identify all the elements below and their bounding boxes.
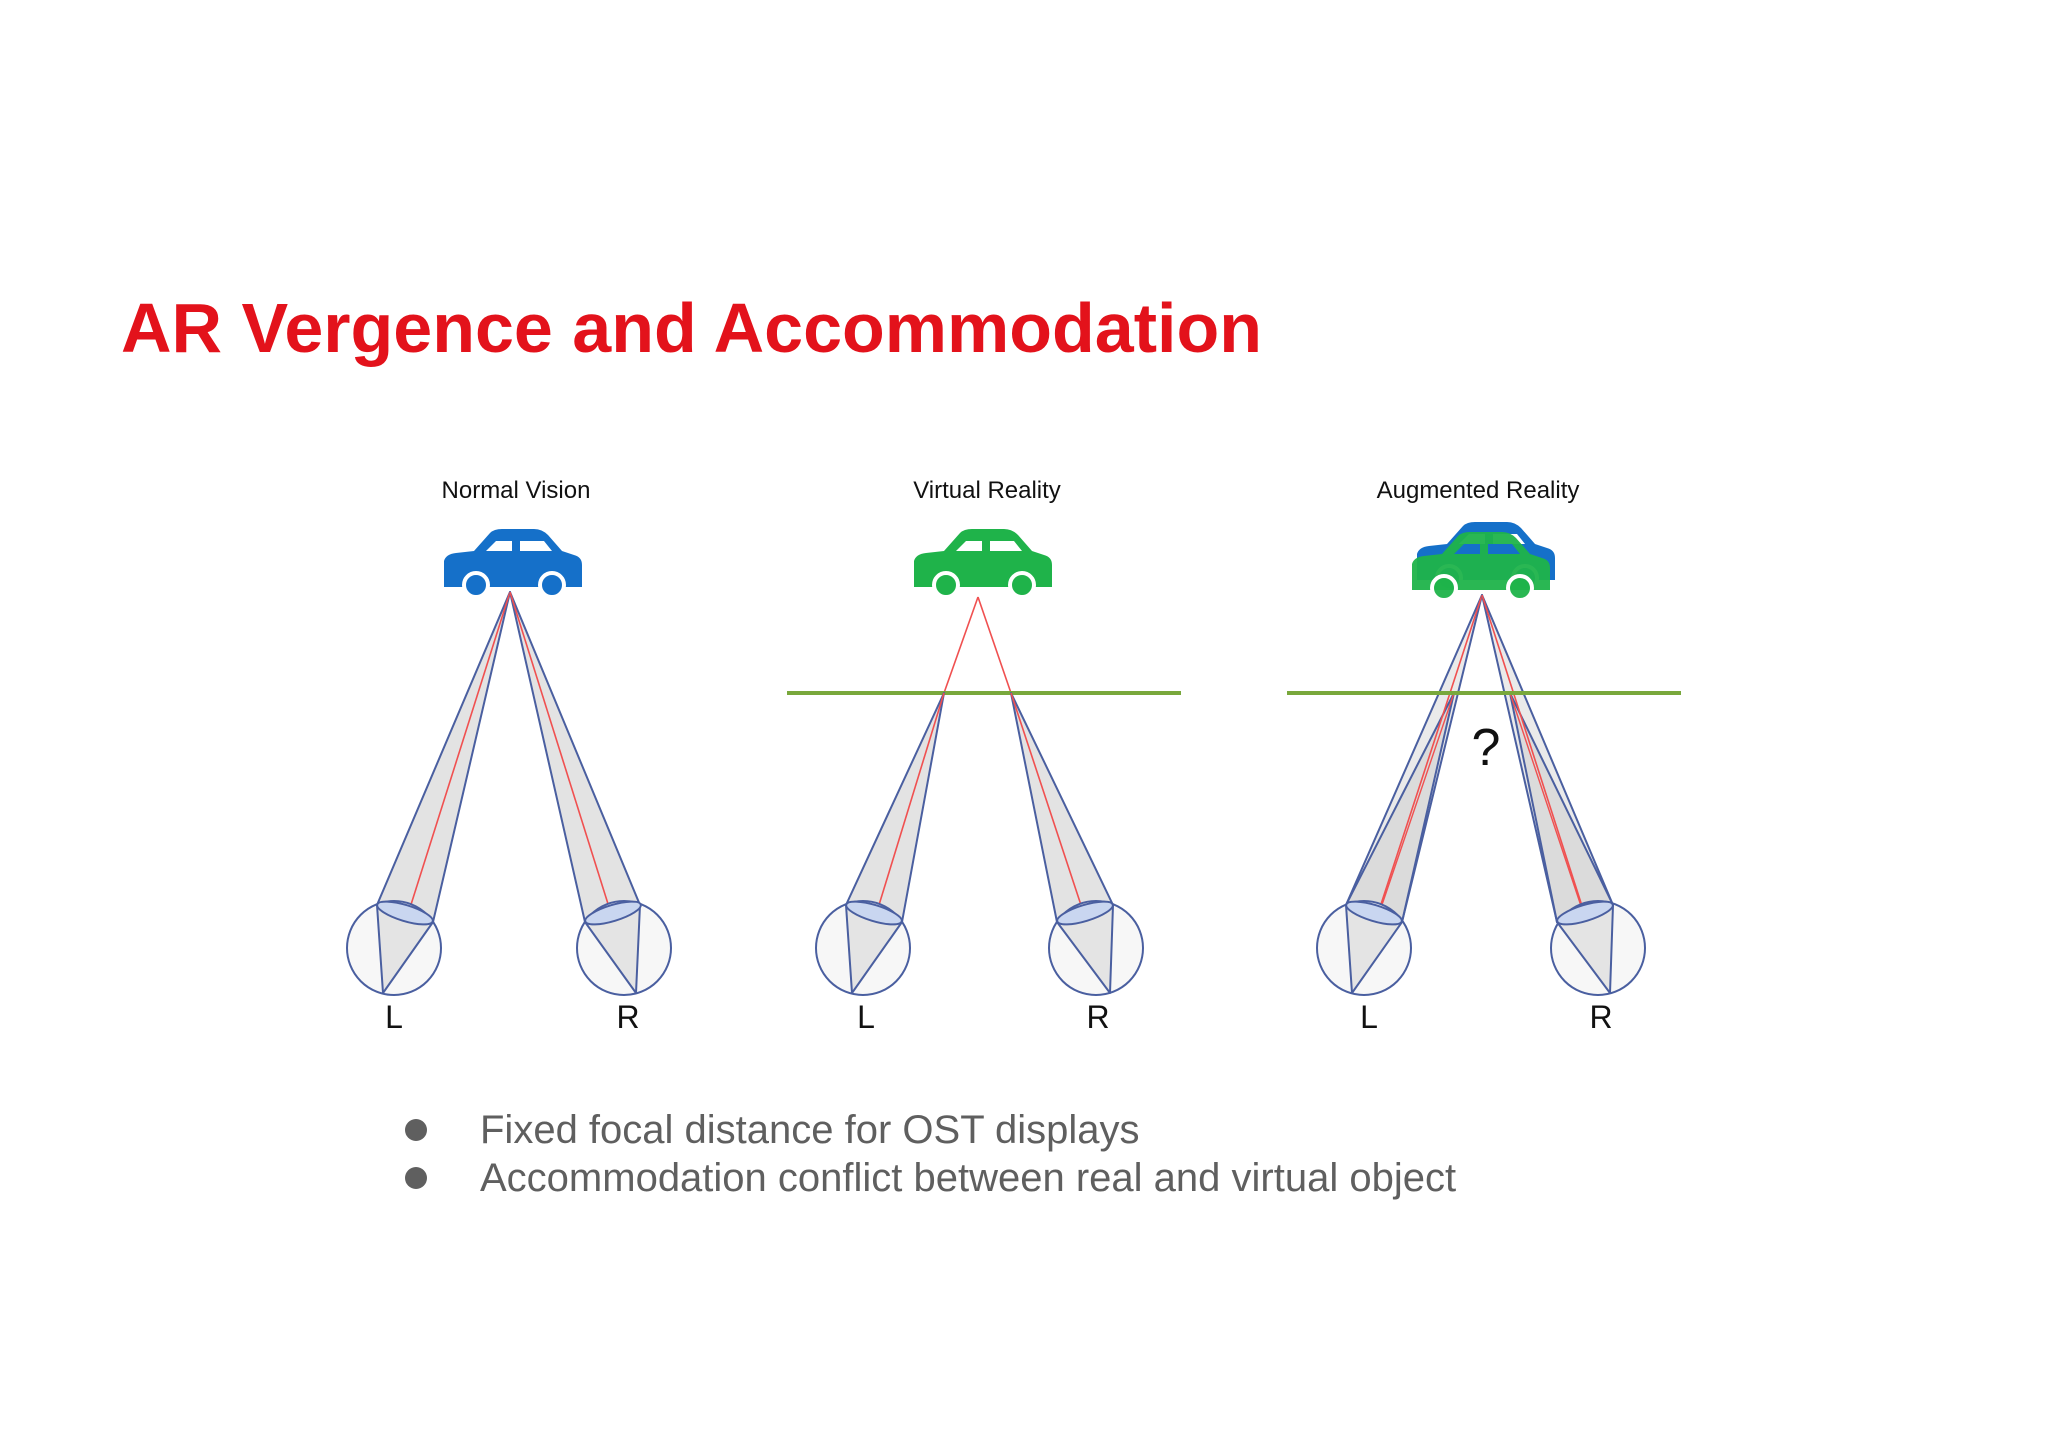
diagram-label: Normal Vision (442, 477, 591, 504)
left-eye-label: L (1360, 999, 1378, 1035)
bullet-dot-icon (405, 1167, 427, 1189)
left-eye-cone (846, 693, 944, 922)
diagram-augmented-reality: Augmented Reality ? L R (1287, 477, 1681, 1035)
bullet-item: Fixed focal distance for OST displays (405, 1106, 1456, 1154)
car-blue-icon (444, 529, 582, 597)
bullet-text: Accommodation conflict between real and … (480, 1156, 1456, 1200)
bullet-text: Fixed focal distance for OST displays (480, 1108, 1140, 1152)
diagram-label: Virtual Reality (913, 477, 1061, 504)
bullet-list: Fixed focal distance for OST displays Ac… (405, 1106, 1456, 1202)
left-eye-label: L (857, 999, 875, 1035)
bullet-item: Accommodation conflict between real and … (405, 1154, 1456, 1202)
diagram-label: Augmented Reality (1377, 477, 1580, 504)
right-eye-cone (510, 592, 640, 922)
right-eye-label: R (616, 999, 639, 1035)
right-eye-label: R (1589, 999, 1612, 1035)
left-eye-cone (377, 592, 510, 922)
left-eye-cone-virtual (1346, 693, 1454, 922)
right-eye-label: R (1086, 999, 1109, 1035)
car-green-icon (914, 529, 1052, 597)
left-eye-label: L (385, 999, 403, 1035)
right-eye-cone-virtual (1510, 693, 1613, 922)
question-mark: ? (1472, 719, 1501, 777)
right-eye-cone (1011, 693, 1113, 922)
bullet-dot-icon (405, 1119, 427, 1141)
diagram-normal-vision: Normal Vision L R (347, 477, 671, 1035)
diagram-virtual-reality: Virtual Reality L R (787, 477, 1181, 1035)
